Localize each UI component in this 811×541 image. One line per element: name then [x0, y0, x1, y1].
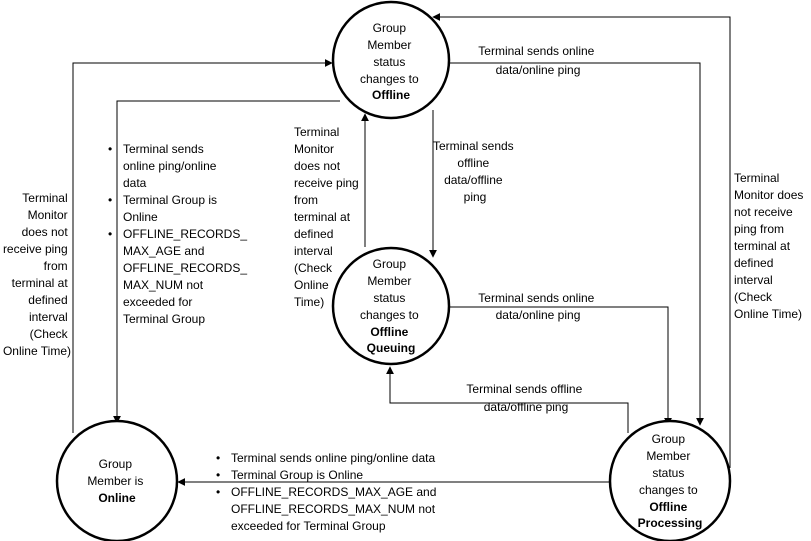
state-queuing-label: Group Member status changes to Offline Q…: [360, 257, 422, 355]
label-processing-to-queuing: Terminal sends offline data/offline ping: [466, 382, 585, 414]
svg-text:Terminal sends online pi: Terminal sends online ping/online data T…: [123, 142, 250, 326]
edge-offline-to-processing: [450, 62, 704, 426]
state-queuing-circle: [331, 246, 451, 366]
state-processing-circle: [608, 419, 732, 541]
edge-processing-to-offline: [432, 13, 731, 468]
state-processing-label: Group Member status changes to Offline P…: [638, 432, 703, 530]
bullet-icon: •: [108, 193, 112, 207]
label-offline-to-online: • • • Terminal sends online ping/online …: [108, 142, 250, 326]
bullet-icon: •: [216, 485, 220, 499]
label-offline-to-queuing: Terminal sends offline data/offline ping: [433, 139, 517, 204]
edge-queuing-to-processing: [450, 306, 672, 426]
state-online-circle: [55, 419, 179, 541]
label-queuing-to-processing: Terminal sends online data/online ping: [478, 291, 597, 322]
label-online-to-offline: Terminal Monitor does not receive ping f…: [3, 191, 71, 358]
bullet-icon: •: [216, 451, 220, 465]
label-offline-to-processing: Terminal sends online data/online ping: [478, 44, 597, 77]
state-online-label: Group Member is Online: [87, 457, 146, 505]
label-processing-to-online: • • • Terminal sends online ping/online …: [216, 451, 440, 533]
state-offline-label: Group Member status changes to Offline: [360, 21, 422, 102]
bullet-icon: •: [108, 227, 112, 241]
bullet-icon: •: [216, 468, 220, 482]
edge-offline-to-online: [113, 100, 340, 424]
edge-processing-to-queuing: [386, 366, 629, 433]
svg-text:Terminal sends online ping/onl: Terminal sends online ping/online data T…: [231, 451, 440, 533]
edge-online-to-offline: [72, 59, 333, 433]
state-offline-circle: [331, 0, 451, 120]
label-processing-to-offline: Terminal Monitor does not receive ping f…: [734, 171, 807, 321]
bullet-icon: •: [108, 142, 112, 156]
label-queuing-to-offline: Terminal Monitor does not receive ping f…: [294, 125, 362, 309]
